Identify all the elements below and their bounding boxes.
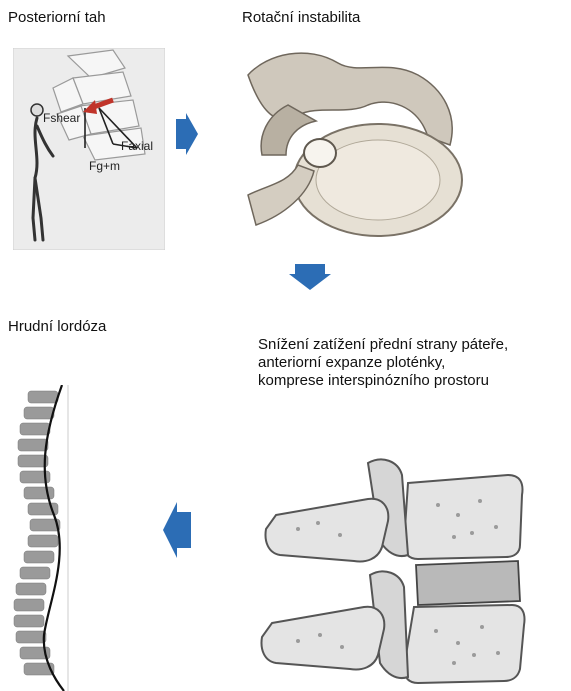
lumbar-segment-illustration <box>258 455 563 691</box>
upper-vertebra <box>266 459 523 561</box>
force-label-axial: Faxial <box>121 139 153 153</box>
arrow-left-icon <box>163 502 191 558</box>
force-label-shear: Fshear <box>43 111 80 125</box>
arrow-right-icon <box>176 113 198 155</box>
posterior-pull-illustration: Fshear Faxial Fg+m <box>13 48 165 250</box>
rotated-vertebra-illustration <box>228 45 466 240</box>
vertebral-foramen <box>304 139 336 167</box>
intervertebral-disc <box>416 561 520 605</box>
label-effect-line-3: komprese interspinózního prostoru <box>258 372 489 390</box>
spine-segments <box>14 391 60 675</box>
arrow-down-icon <box>289 264 331 290</box>
thoracic-spine-illustration <box>8 385 86 691</box>
force-label-gravity: Fg+m <box>89 159 120 173</box>
label-effect-line-2: anteriorní expanze ploténky, <box>258 354 445 372</box>
label-effect-line-1: Snížení zatížení přední strany páteře, <box>258 336 508 354</box>
label-posterior-pull: Posteriorní tah <box>8 9 106 27</box>
label-thoracic-lordosis: Hrudní lordóza <box>8 318 106 336</box>
label-rotational-instability: Rotační instabilita <box>242 9 360 27</box>
